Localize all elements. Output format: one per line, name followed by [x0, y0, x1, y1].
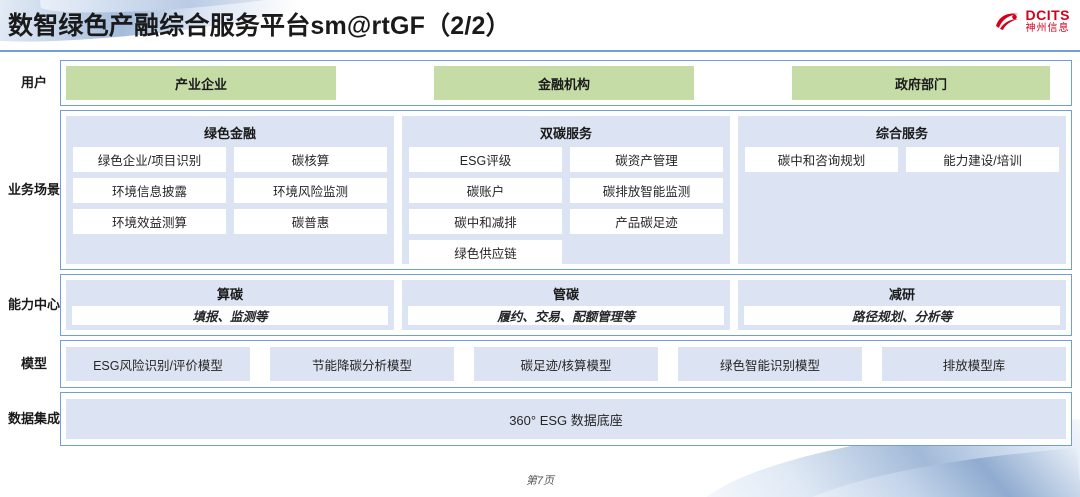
logo-wordmark: DCITS 神州信息 [1026, 8, 1071, 34]
page-title: 数智绿色产融综合服务平台sm@rtGF（2/2） [8, 12, 511, 40]
slide-header: 数智绿色产融综合服务平台sm@rtGF（2/2） DCITS 神州信息 [0, 0, 1080, 52]
logo-text-cn: 神州信息 [1025, 23, 1070, 34]
scenario-column-title: 双碳服务 [539, 126, 592, 141]
scenario-column-green-finance: 绿色金融 绿色企业/项目识别 碳核算 环境信息披露 环境风险监测 环境效益测算 … [66, 116, 394, 264]
model-box[interactable]: 碳足迹/核算模型 [474, 347, 658, 381]
page-number-footer: 第7页 [525, 475, 555, 487]
band-capability-center: 能力中心 算碳 填报、监测等 管碳 履约、交易、配额管理等 减研 路径规划、分析… [8, 274, 1072, 336]
row-label-data-integration: 数据集成 [8, 410, 61, 426]
logo-text-en: DCITS [1025, 7, 1070, 23]
scenario-item-placeholder [570, 240, 723, 265]
architecture-grid: 用户 产业企业 金融机构 政府部门 业务场景 绿色金融 绿色企业/项目识别 [8, 60, 1072, 468]
scenario-item[interactable]: 环境风险监测 [234, 178, 387, 203]
scenario-item-grid: 碳中和咨询规划 能力建设/培训 [745, 147, 1059, 172]
scenario-item[interactable]: 绿色企业/项目识别 [73, 147, 226, 172]
model-box[interactable]: 绿色智能识别模型 [678, 347, 862, 381]
capability-column-subtitle[interactable]: 填报、监测等 [72, 306, 388, 325]
scenario-column-title: 绿色金融 [203, 126, 256, 141]
band-capability-center-body: 算碳 填报、监测等 管碳 履约、交易、配额管理等 减研 路径规划、分析等 [60, 274, 1072, 336]
model-box[interactable]: ESG风险识别/评价模型 [66, 347, 250, 381]
capability-column-reduce-carbon: 减研 路径规划、分析等 [738, 280, 1066, 330]
scenario-item[interactable]: 碳中和减排 [409, 209, 562, 234]
capability-column-calculate-carbon: 算碳 填报、监测等 [66, 280, 394, 330]
row-label-users: 用户 [20, 74, 47, 90]
row-label-capability-center: 能力中心 [8, 296, 61, 312]
band-users-body: 产业企业 金融机构 政府部门 [60, 60, 1072, 106]
band-model: 模型 ESG风险识别/评价模型 节能降碳分析模型 碳足迹/核算模型 绿色智能识别… [8, 340, 1072, 388]
capability-column-title: 算碳 [216, 287, 243, 302]
scenario-item[interactable]: 环境效益测算 [73, 209, 226, 234]
user-box-financial[interactable]: 金融机构 [434, 66, 694, 100]
scenario-item[interactable]: 碳账户 [409, 178, 562, 203]
band-business-scenario: 业务场景 绿色金融 绿色企业/项目识别 碳核算 环境信息披露 环境风险监测 环境… [8, 110, 1072, 270]
scenario-column-dual-carbon: 双碳服务 ESG评级 碳资产管理 碳账户 碳排放智能监测 碳中和减排 产品碳足迹… [402, 116, 730, 265]
scenario-item[interactable]: 碳排放智能监测 [570, 178, 723, 203]
row-label-business-scenario: 业务场景 [8, 181, 61, 197]
scenario-item[interactable]: 产品碳足迹 [570, 209, 723, 234]
scenario-column-comprehensive: 综合服务 碳中和咨询规划 能力建设/培训 [738, 116, 1066, 264]
scenario-item[interactable]: 绿色供应链 [409, 240, 562, 265]
band-users: 用户 产业企业 金融机构 政府部门 [8, 60, 1072, 106]
scenario-item[interactable]: 碳普惠 [234, 209, 387, 234]
scenario-item-grid: 绿色企业/项目识别 碳核算 环境信息披露 环境风险监测 环境效益测算 碳普惠 [73, 147, 387, 234]
user-spacer [694, 66, 792, 100]
band-business-scenario-body: 绿色金融 绿色企业/项目识别 碳核算 环境信息披露 环境风险监测 环境效益测算 … [60, 110, 1072, 270]
user-spacer [336, 66, 434, 100]
user-box-industry[interactable]: 产业企业 [66, 66, 336, 100]
capability-column-manage-carbon: 管碳 履约、交易、配额管理等 [402, 280, 730, 330]
data-foundation-box[interactable]: 360° ESG 数据底座 [66, 399, 1066, 439]
user-box-strip: 产业企业 金融机构 政府部门 [66, 66, 1066, 100]
band-data-integration-body: 360° ESG 数据底座 [60, 392, 1072, 446]
model-box[interactable]: 节能降碳分析模型 [270, 347, 454, 381]
scenario-item[interactable]: 碳资产管理 [570, 147, 723, 172]
user-box-government[interactable]: 政府部门 [792, 66, 1050, 100]
band-data-integration: 数据集成 360° ESG 数据底座 [8, 392, 1072, 446]
scenario-item[interactable]: 能力建设/培训 [906, 147, 1059, 172]
row-label-model: 模型 [20, 355, 47, 371]
capability-column-title: 管碳 [552, 287, 579, 302]
capability-column-subtitle[interactable]: 履约、交易、配额管理等 [408, 306, 724, 325]
scenario-item[interactable]: 碳核算 [234, 147, 387, 172]
company-logo: DCITS 神州信息 [993, 8, 1071, 34]
model-box[interactable]: 排放模型库 [882, 347, 1066, 381]
band-model-body: ESG风险识别/评价模型 节能降碳分析模型 碳足迹/核算模型 绿色智能识别模型 … [60, 340, 1072, 388]
capability-column-subtitle[interactable]: 路径规划、分析等 [744, 306, 1060, 325]
dcits-swoosh-icon [995, 13, 1018, 30]
capability-column-title: 减研 [888, 287, 915, 302]
scenario-item[interactable]: ESG评级 [409, 147, 562, 172]
scenario-item-grid: ESG评级 碳资产管理 碳账户 碳排放智能监测 碳中和减排 产品碳足迹 绿色供应… [409, 147, 723, 265]
scenario-item[interactable]: 碳中和咨询规划 [745, 147, 898, 172]
scenario-column-title: 综合服务 [875, 126, 928, 141]
header-divider [0, 50, 1080, 52]
scenario-item[interactable]: 环境信息披露 [73, 178, 226, 203]
